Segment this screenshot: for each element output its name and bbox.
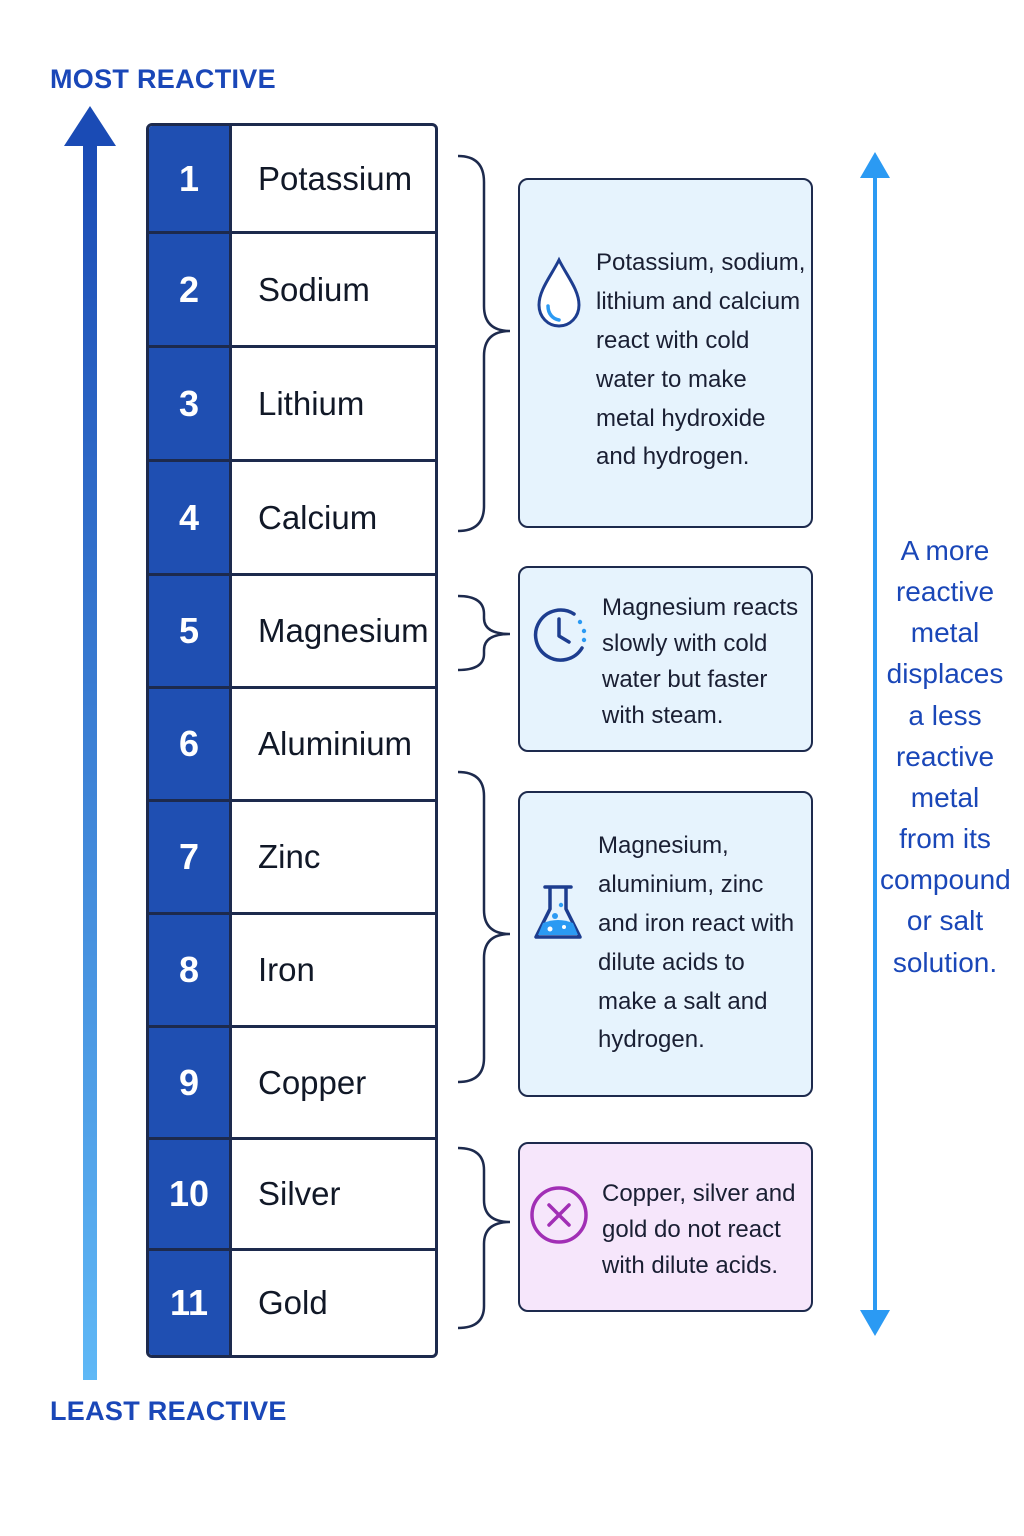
series-row: 10 Silver: [149, 1140, 435, 1251]
metal-name: Potassium: [258, 159, 413, 197]
metal-name: Magnesium: [258, 612, 429, 649]
acid-reaction-card: Magnesium, aluminium, zinc and iron reac…: [518, 791, 813, 1097]
series-row: 2 Sodium: [149, 234, 435, 348]
rank-number: 10: [149, 1140, 232, 1248]
metal-name: Iron: [258, 951, 315, 988]
rank-number: 5: [149, 576, 232, 686]
reactivity-arrow: [64, 106, 116, 1380]
series-row: 4 Calcium: [149, 462, 435, 576]
reactivity-series-table: 1 Potassium 2 Sodium 3 Lithium 4 Calcium 5 Magnes…: [146, 123, 438, 1358]
metal-name: Copper: [258, 1063, 367, 1101]
series-row: 8 Iron: [149, 915, 435, 1028]
rank-number: 7: [149, 802, 232, 912]
rank-number: 11: [149, 1251, 232, 1355]
rank-number: 9: [149, 1028, 232, 1137]
most-reactive-label: MOST REACTIVE: [50, 64, 276, 94]
series-row: 6 Aluminium: [149, 689, 435, 802]
metal-name: Lithium: [258, 384, 365, 422]
water-drop-icon: [537, 256, 581, 328]
water-reaction-card: Potassium, sodium, lithium and calcium r…: [518, 178, 813, 528]
magnesium-steam-text: Magnesium reacts slowly with cold water …: [602, 594, 799, 729]
rank-number: 6: [149, 689, 232, 799]
water-reaction-text: Potassium, sodium, lithium and calcium r…: [596, 249, 806, 471]
displacement-note: A more reactive metal displaces a less r…: [880, 535, 1011, 978]
metal-name: Sodium: [258, 270, 370, 308]
series-row: 9 Copper: [149, 1028, 435, 1140]
rank-number: 8: [149, 915, 232, 1025]
metal-name: Aluminium: [258, 725, 413, 762]
brace-group-acid: [457, 770, 511, 1084]
rank-number: 4: [149, 462, 232, 573]
displacement-arrow: [860, 152, 890, 1336]
brace-group-no-reaction: [457, 1146, 511, 1330]
cross-circle-icon: [530, 1186, 588, 1244]
series-row: 1 Potassium: [149, 126, 435, 234]
brace-group-magnesium: [457, 594, 511, 672]
least-reactive-label: LEAST REACTIVE: [50, 1396, 287, 1426]
no-reaction-card: Copper, silver and gold do not react wit…: [518, 1142, 813, 1312]
series-row: 5 Magnesium: [149, 576, 435, 689]
series-row: 11 Gold: [149, 1251, 435, 1355]
clock-icon: [533, 608, 587, 662]
rank-number: 1: [149, 126, 232, 231]
series-row: 3 Lithium: [149, 348, 435, 462]
metal-name: Zinc: [258, 838, 321, 875]
magnesium-steam-card: Magnesium reacts slowly with cold water …: [518, 566, 813, 752]
metal-name: Gold: [258, 1284, 328, 1321]
flask-icon: [534, 885, 582, 939]
group-braces: [457, 154, 511, 1330]
metal-name: Calcium: [258, 498, 378, 536]
rank-number: 2: [149, 234, 232, 345]
metal-name: Silver: [258, 1175, 341, 1212]
acid-reaction-text: Magnesium, aluminium, zinc and iron reac…: [598, 832, 795, 1054]
brace-group-water: [457, 154, 511, 533]
rank-number: 3: [149, 348, 232, 459]
series-row: 7 Zinc: [149, 802, 435, 915]
no-reaction-text: Copper, silver and gold do not react wit…: [602, 1180, 796, 1279]
